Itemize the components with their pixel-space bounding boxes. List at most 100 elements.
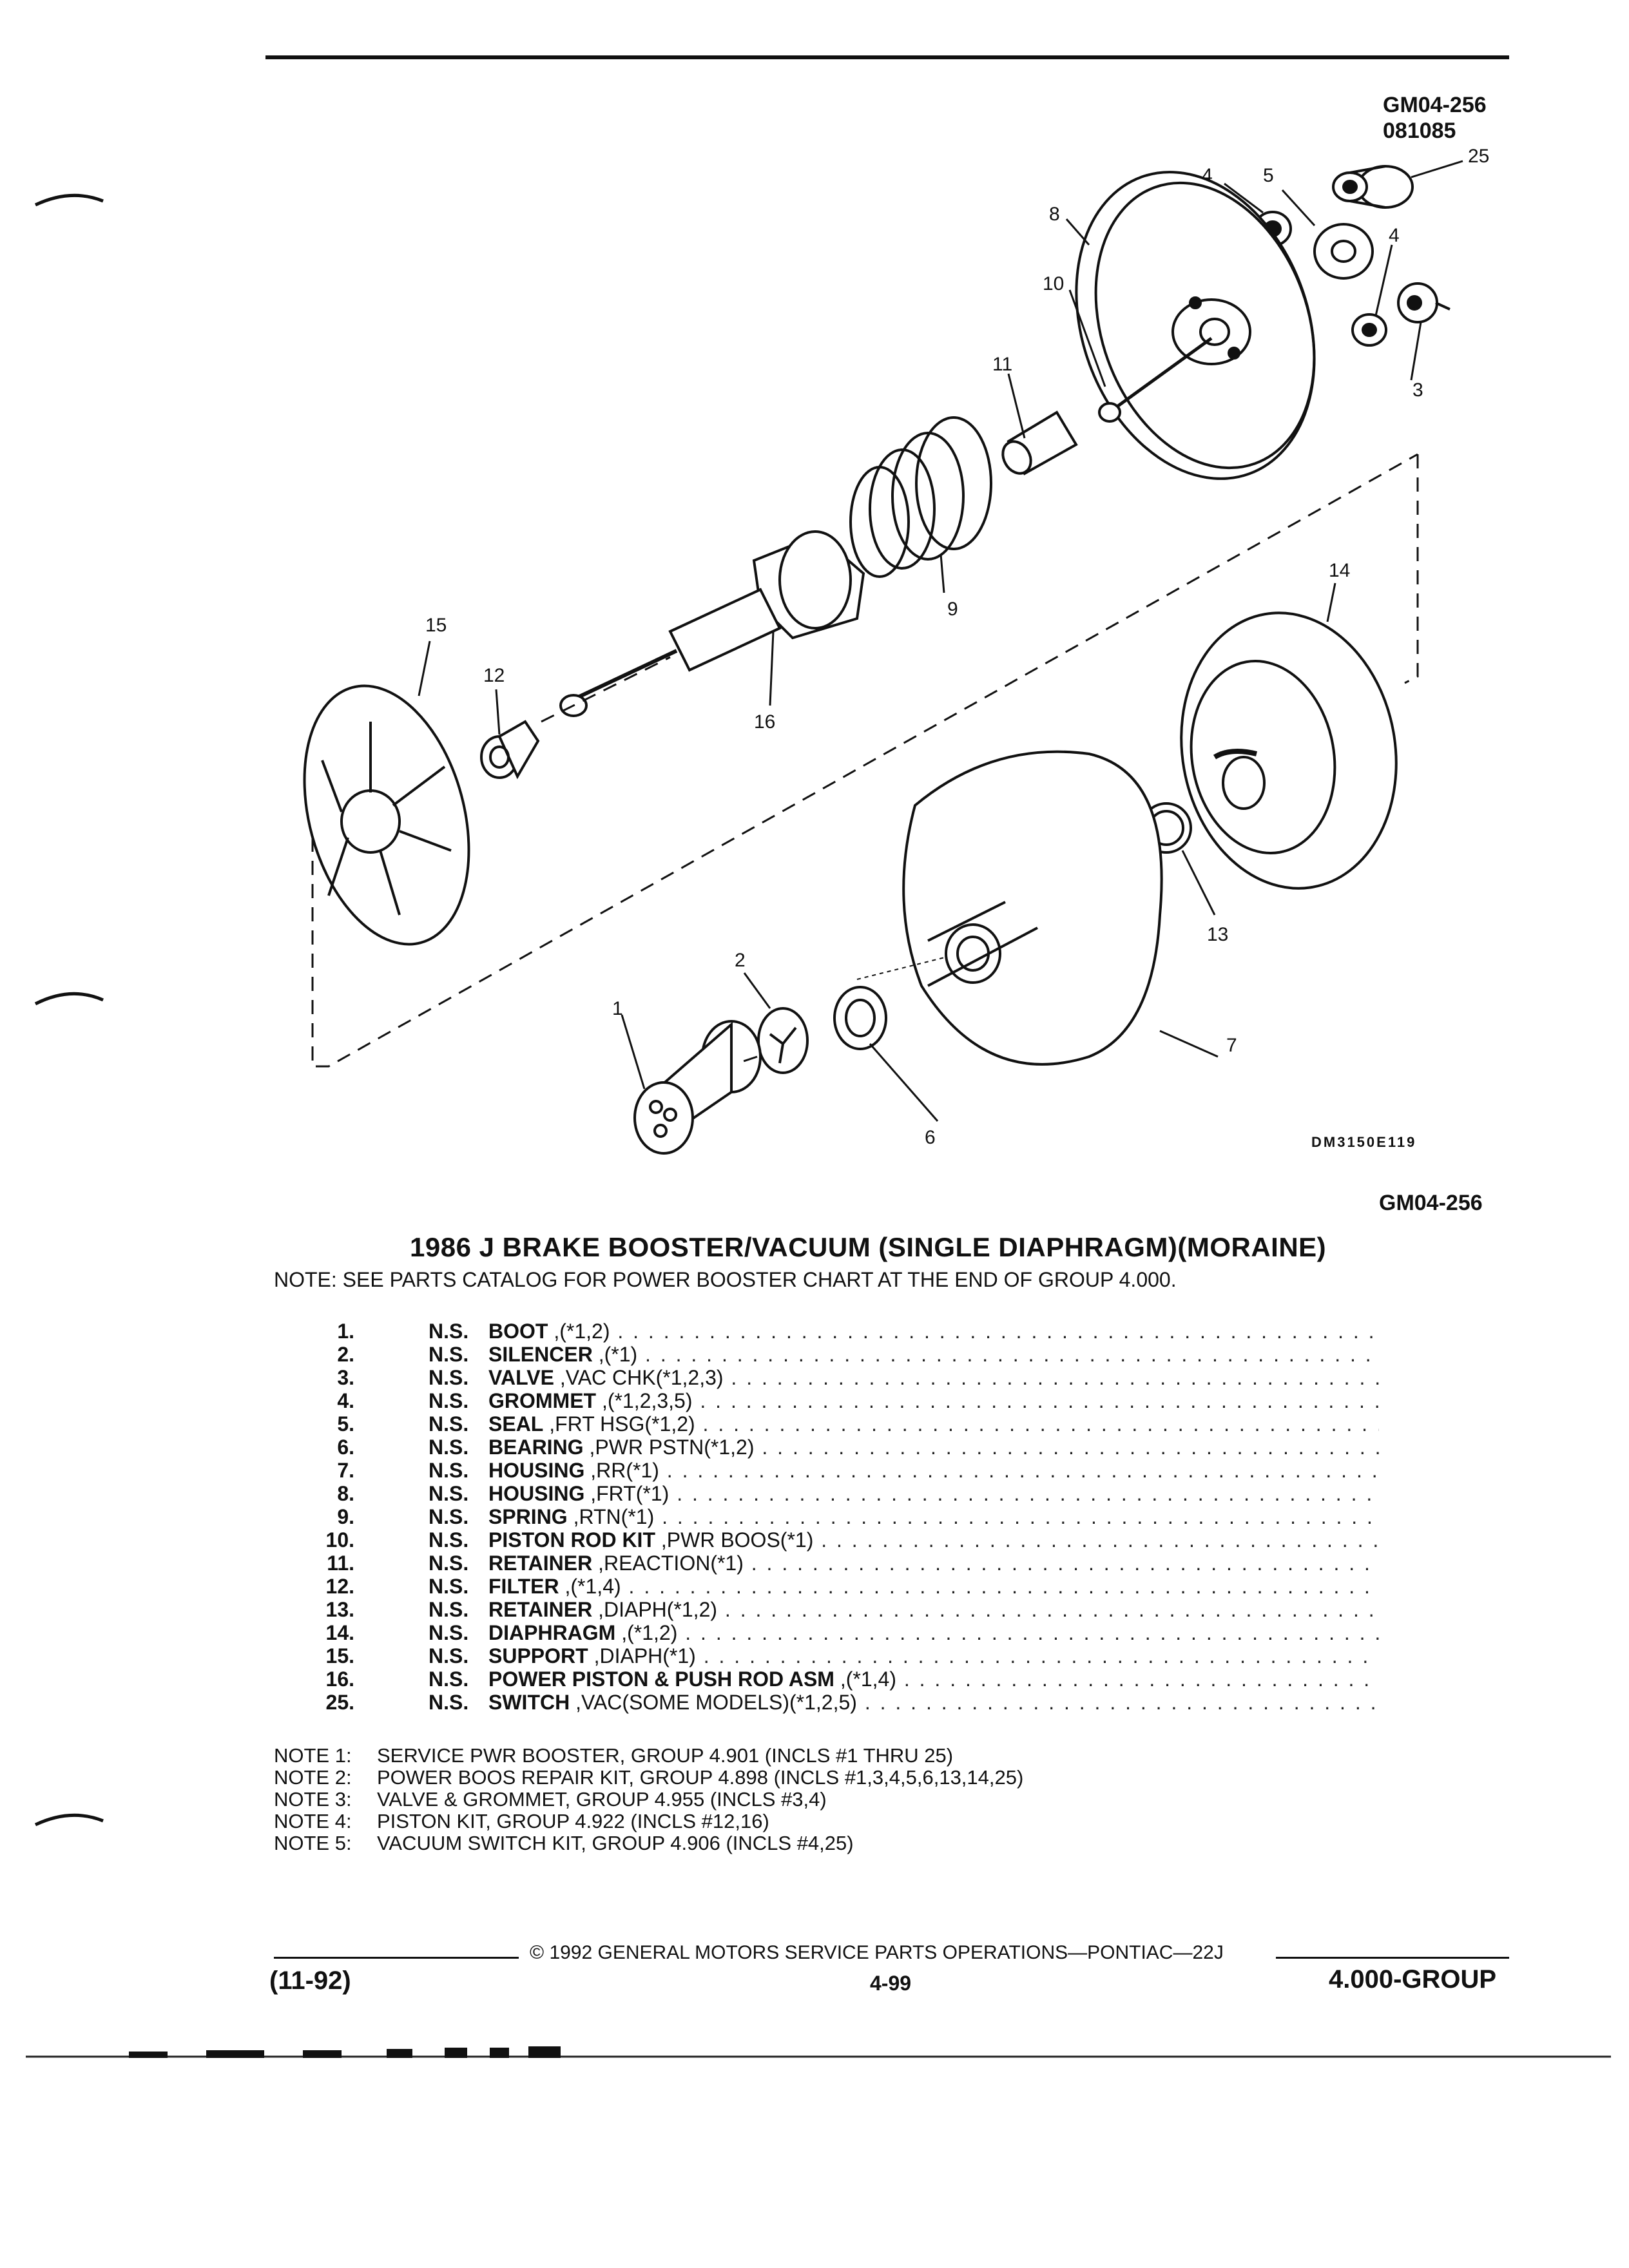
part-description: SPRING ,RTN(*1) . . . . . . . . . . . . …: [488, 1505, 1379, 1528]
part-detail: ,(*1,2,3,5): [596, 1389, 693, 1412]
parts-list-row: 10.N.S.PISTON ROD KIT ,PWR BOOS(*1) . . …: [284, 1528, 1379, 1552]
part-ns: N.S.: [429, 1598, 469, 1621]
part-ns: N.S.: [429, 1575, 469, 1598]
footer-page: 4-99: [870, 1972, 912, 1995]
part-name: FILTER: [488, 1575, 559, 1598]
svg-text:2: 2: [735, 950, 746, 971]
part-detail: ,VAC CHK(*1,2,3): [554, 1366, 724, 1389]
part-ns: N.S.: [429, 1412, 469, 1436]
part-name: HOUSING: [488, 1482, 585, 1505]
part-name: POWER PISTON & PUSH ROD ASM: [488, 1667, 834, 1691]
part-description: GROMMET ,(*1,2,3,5) . . . . . . . . . . …: [488, 1389, 1379, 1412]
svg-text:11: 11: [992, 354, 1012, 375]
part-ns: N.S.: [429, 1459, 469, 1482]
part-detail: ,(*1,2): [615, 1621, 678, 1644]
note-line: NOTE 4:PISTON KIT, GROUP 4.922 (INCLS #1…: [274, 1811, 1023, 1832]
svg-text:15: 15: [425, 615, 447, 636]
part-detail: ,RR(*1): [584, 1459, 659, 1482]
part-name: SWITCH: [488, 1691, 570, 1714]
svg-text:7: 7: [1226, 1035, 1237, 1056]
part-description: VALVE ,VAC CHK(*1,2,3) . . . . . . . . .…: [488, 1366, 1379, 1389]
parts-list-row: 5.N.S.SEAL ,FRT HSG(*1,2) . . . . . . . …: [284, 1412, 1379, 1436]
part-name: BEARING: [488, 1436, 584, 1459]
drawing-code-bottom: GM04-256: [1379, 1191, 1483, 1215]
part-number: 5.: [337, 1412, 354, 1436]
leader-dots: . . . . . . . . . . . . . . . . . . . . …: [700, 1389, 1379, 1412]
part-number: 16.: [325, 1667, 354, 1691]
page-title: 1986 J BRAKE BOOSTER/VACUUM (SINGLE DIAP…: [410, 1232, 1327, 1262]
parts-list-row: 4.N.S.GROMMET ,(*1,2,3,5) . . . . . . . …: [284, 1389, 1379, 1412]
leader-dots: . . . . . . . . . . . . . . . . . . . . …: [864, 1691, 1379, 1714]
part-ns: N.S.: [429, 1482, 469, 1505]
leader-dots: . . . . . . . . . . . . . . . . . . . . …: [685, 1621, 1379, 1644]
part-detail: ,PWR PSTN(*1,2): [583, 1436, 755, 1459]
svg-text:8: 8: [1049, 204, 1060, 225]
parts-list-row: 13.N.S.RETAINER ,DIAPH(*1,2) . . . . . .…: [284, 1598, 1379, 1621]
part-ns: N.S.: [429, 1366, 469, 1389]
parts-list-row: 11.N.S.RETAINER ,REACTION(*1) . . . . . …: [284, 1552, 1379, 1575]
part-detail: ,RTN(*1): [567, 1505, 655, 1528]
part-number: 1.: [337, 1320, 354, 1343]
footer-date: (11-92): [269, 1966, 351, 1995]
parts-list: 1. N.S. BOOT ,(*1,2) . . . . . . . . . . .…: [284, 1320, 1379, 1714]
note-line: NOTE 2:POWER BOOS REPAIR KIT, GROUP 4.89…: [274, 1767, 1023, 1789]
part-number: 14.: [325, 1621, 354, 1644]
part-name: SUPPORT: [488, 1644, 588, 1667]
drawing-code-sub: 081085: [1383, 119, 1456, 143]
part-16-power-piston: [559, 530, 865, 717]
svg-text:3: 3: [1412, 380, 1423, 401]
svg-text:14: 14: [1329, 560, 1350, 581]
part-name: BOOT: [488, 1320, 548, 1343]
leader-dots: . . . . . . . . . . . . . . . . . . . . …: [751, 1552, 1379, 1575]
note-text: VALVE & GROMMET, GROUP 4.955 (INCLS #3,4…: [377, 1788, 827, 1811]
part-description: HOUSING ,RR(*1) . . . . . . . . . . . . …: [488, 1459, 1379, 1482]
svg-text:25: 25: [1468, 146, 1489, 167]
top-rule: [265, 55, 1509, 59]
bottom-scan-line: [26, 2046, 1611, 2058]
part-name: VALVE: [488, 1366, 554, 1389]
footer-group: 4.000-GROUP: [1329, 1965, 1497, 1994]
note-text: SERVICE PWR BOOSTER, GROUP 4.901 (INCLS …: [377, 1744, 954, 1767]
part-detail: ,DIAPH(*1): [588, 1644, 696, 1667]
part-description: DIAPHRAGM ,(*1,2) . . . . . . . . . . . …: [488, 1621, 1379, 1644]
part-7-rear-housing: [856, 750, 1163, 1066]
part-number: 2.: [337, 1343, 354, 1366]
leader-dots: . . . . . . . . . . . . . . . . . . . . …: [677, 1482, 1379, 1505]
part-detail: ,VAC(SOME MODELS)(*1,2,5): [570, 1691, 857, 1714]
part-15-support: [303, 684, 470, 946]
part-ns: N.S.: [429, 1343, 469, 1366]
part-name: SPRING: [488, 1505, 568, 1528]
part-description: FILTER ,(*1,4) . . . . . . . . . . . . .…: [488, 1575, 1379, 1598]
note-label: NOTE 5:: [274, 1832, 352, 1854]
part-detail: ,PWR BOOS(*1): [655, 1528, 814, 1552]
leader-dots: . . . . . . . . . . . . . . . . . . . . …: [662, 1505, 1379, 1528]
part-name: GROMMET: [488, 1389, 597, 1412]
svg-text:1: 1: [612, 998, 623, 1019]
part-number: 8.: [337, 1482, 354, 1505]
svg-text:16: 16: [754, 711, 775, 733]
part-1-boot: [633, 1020, 762, 1155]
part-number: 12.: [325, 1575, 354, 1598]
footer-rule-left: [274, 1957, 519, 1959]
part-detail: ,REACTION(*1): [592, 1552, 744, 1575]
svg-text:9: 9: [947, 599, 958, 620]
parts-list-row: 14. N.S. DIAPHRAGM ,(*1,2) . . . . . . . .…: [284, 1621, 1379, 1644]
footer-rule-right: [1276, 1957, 1509, 1959]
parts-list-row: 6.N.S.BEARING ,PWR PSTN(*1,2) . . . . . …: [284, 1436, 1379, 1459]
part-description: BEARING ,PWR PSTN(*1,2) . . . . . . . . …: [488, 1436, 1379, 1459]
leader-dots: . . . . . . . . . . . . . . . . . . . . …: [724, 1598, 1379, 1621]
part-name: DIAPHRAGM: [488, 1621, 616, 1644]
footer-copyright: © 1992 GENERAL MOTORS SERVICE PARTS OPER…: [530, 1942, 1224, 1963]
part-detail: ,FRT HSG(*1,2): [543, 1412, 695, 1436]
part-number: 9.: [337, 1505, 354, 1528]
part-name: HOUSING: [488, 1459, 585, 1482]
svg-text:12: 12: [483, 665, 505, 686]
part-description: POWER PISTON & PUSH ROD ASM ,(*1,4) . . …: [488, 1667, 1379, 1691]
part-description: BOOT ,(*1,2) . . . . . . . . . . . . . .…: [488, 1320, 1379, 1343]
part-25-switch: [1332, 165, 1414, 209]
svg-text:4: 4: [1202, 165, 1213, 186]
note-text: POWER BOOS REPAIR KIT, GROUP 4.898 (INCL…: [377, 1766, 1024, 1789]
note-line: NOTE 3:VALVE & GROMMET, GROUP 4.955 (INC…: [274, 1789, 1023, 1811]
part-ns: N.S.: [429, 1621, 469, 1644]
parts-list-row: 3.N.S.VALVE ,VAC CHK(*1,2,3) . . . . . .…: [284, 1366, 1379, 1389]
